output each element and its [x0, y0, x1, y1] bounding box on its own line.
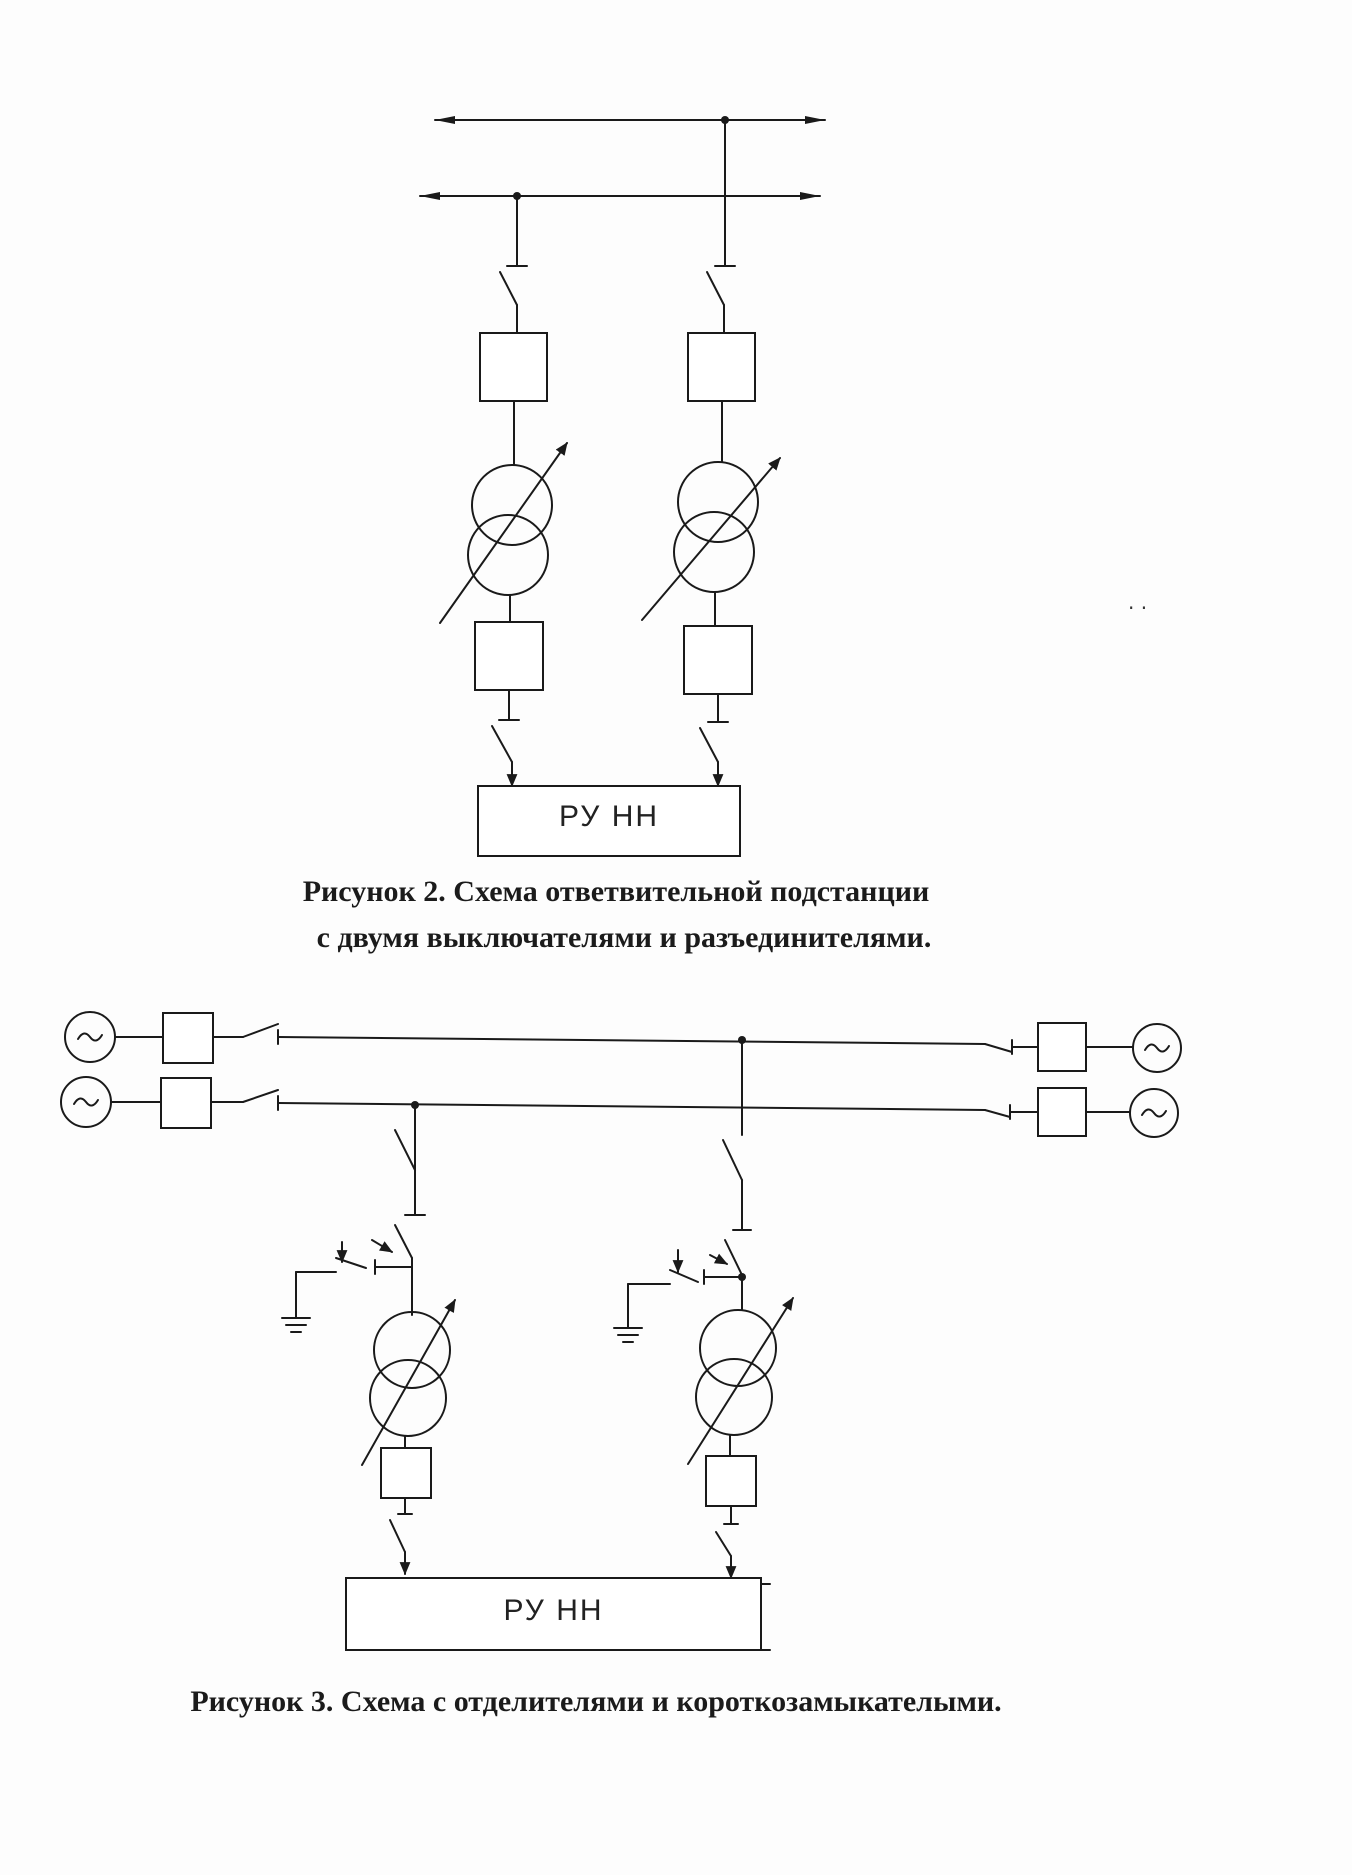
fig3-transformer-right-winding2: [695, 1358, 773, 1436]
fig2-transformer-right-winding2: [673, 511, 755, 593]
fig3-source-right-upper: [984, 1022, 1182, 1073]
fig2-transformer-right-winding1: [677, 461, 759, 543]
fig2-breaker-hv-right: [687, 332, 756, 402]
fig3-line-lower: [277, 1102, 986, 1111]
fig3-breaker-lv-right: [705, 1455, 757, 1507]
fig2-switchgear-label: РУ НН: [558, 800, 660, 833]
fig2-breaker-hv-left: [479, 332, 548, 402]
fig2-transformer-left-winding1: [471, 464, 553, 546]
fig3-breaker-lv-left: [380, 1447, 432, 1499]
fig2-breaker-lv-left: [474, 621, 544, 691]
fig2-branch-left: [439, 195, 568, 788]
fig3-regulation-arrow-right: [687, 1297, 794, 1465]
fig2-regulation-arrow-left: [439, 442, 568, 624]
fig2-breaker-lv-right: [683, 625, 753, 695]
fig3-caption: Рисунок 3. Схема с отделителями и коротк…: [190, 1685, 1002, 1718]
fig3-branch-right: [613, 1039, 794, 1580]
fig2-lv-switchgear: [477, 785, 741, 857]
fig3-line-upper: [277, 1036, 986, 1045]
margin-marks: . .: [1128, 590, 1148, 614]
fig3-regulation-arrow-left: [361, 1299, 456, 1466]
fig2-caption-line2: с двумя выключателями и разъединителями.: [316, 921, 932, 954]
fig3-lv-switchgear: [345, 1577, 762, 1651]
fig3-switchgear-label: РУ НН: [503, 1594, 604, 1627]
fig2-branch-right: [641, 119, 781, 788]
fig3-branch-left: [281, 1104, 456, 1576]
fig3-transformer-left-winding1: [373, 1311, 451, 1389]
fig3-source-left-upper: [64, 1011, 279, 1064]
fig2-caption-line1: Рисунок 2. Схема ответвительной подстанц…: [302, 875, 930, 908]
fig2-regulation-arrow-right: [641, 457, 781, 621]
fig3-source-left-lower: [60, 1076, 279, 1129]
fig3-source-right-lower: [984, 1087, 1179, 1138]
fig3-transformer-left-winding2: [369, 1359, 447, 1437]
fig2-transformer-left-winding2: [467, 514, 549, 596]
